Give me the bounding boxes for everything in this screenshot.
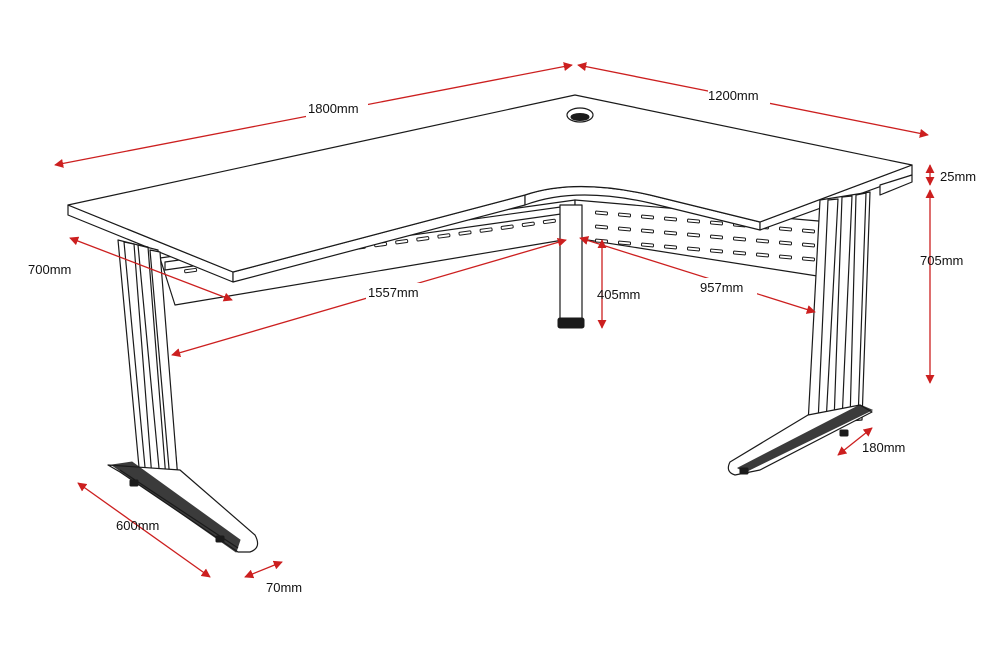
corner-leg [557, 204, 585, 329]
right-leg [807, 191, 871, 425]
panel-slot [663, 216, 678, 222]
panel-slot [801, 242, 816, 248]
panel-slot [778, 254, 793, 260]
label-700: 700mm [28, 262, 71, 277]
panel-slot [594, 210, 609, 216]
left-foot [107, 461, 259, 553]
label-70: 70mm [266, 580, 302, 595]
label-180: 180mm [862, 440, 905, 455]
panel-slot [709, 248, 724, 254]
panel-slot [594, 224, 609, 230]
label-25: 25mm [940, 169, 976, 184]
panel-slot [617, 240, 632, 246]
label-backgrounds [306, 86, 770, 301]
panel-slot [542, 218, 556, 225]
panel-slot [640, 242, 655, 248]
panel-slot [500, 224, 514, 230]
panel-slot [801, 228, 816, 234]
panel-slot [686, 246, 701, 252]
panel-slot [686, 218, 701, 224]
dim-line-70 [244, 560, 283, 579]
label-705: 705mm [920, 253, 963, 268]
right-foot [727, 404, 874, 476]
panel-slot [778, 226, 793, 232]
panel-slot [732, 236, 747, 242]
dim-line-180 [837, 427, 873, 456]
panel-slot [755, 252, 770, 258]
panel-slot [778, 240, 793, 246]
panel-slot [640, 214, 655, 220]
panel-slot [686, 232, 701, 238]
panel-slot [521, 221, 535, 227]
panel-slot [663, 230, 678, 236]
label-957: 957mm [700, 280, 743, 295]
label-405: 405mm [597, 287, 640, 302]
panel-slot [709, 220, 724, 226]
panel-slot [755, 238, 770, 244]
dimension-labels: 1800mm 1200mm 25mm 705mm 700mm 1557mm 40… [28, 88, 976, 595]
dim-line-957 [579, 236, 816, 314]
panel-slot [709, 234, 724, 240]
panel-slot [437, 233, 451, 239]
panel-slot [801, 256, 816, 262]
label-1557: 1557mm [368, 285, 419, 300]
dim-line-600 [77, 482, 211, 578]
panel-slot [617, 212, 632, 218]
panel-slot [663, 244, 678, 250]
panel-slot [479, 227, 493, 233]
label-1800: 1800mm [308, 101, 359, 116]
panel-slot [458, 230, 472, 236]
panel-slot [617, 226, 632, 232]
panel-slot [640, 228, 655, 234]
panel-slot [732, 250, 747, 256]
label-600: 600mm [116, 518, 159, 533]
label-1200: 1200mm [708, 88, 759, 103]
